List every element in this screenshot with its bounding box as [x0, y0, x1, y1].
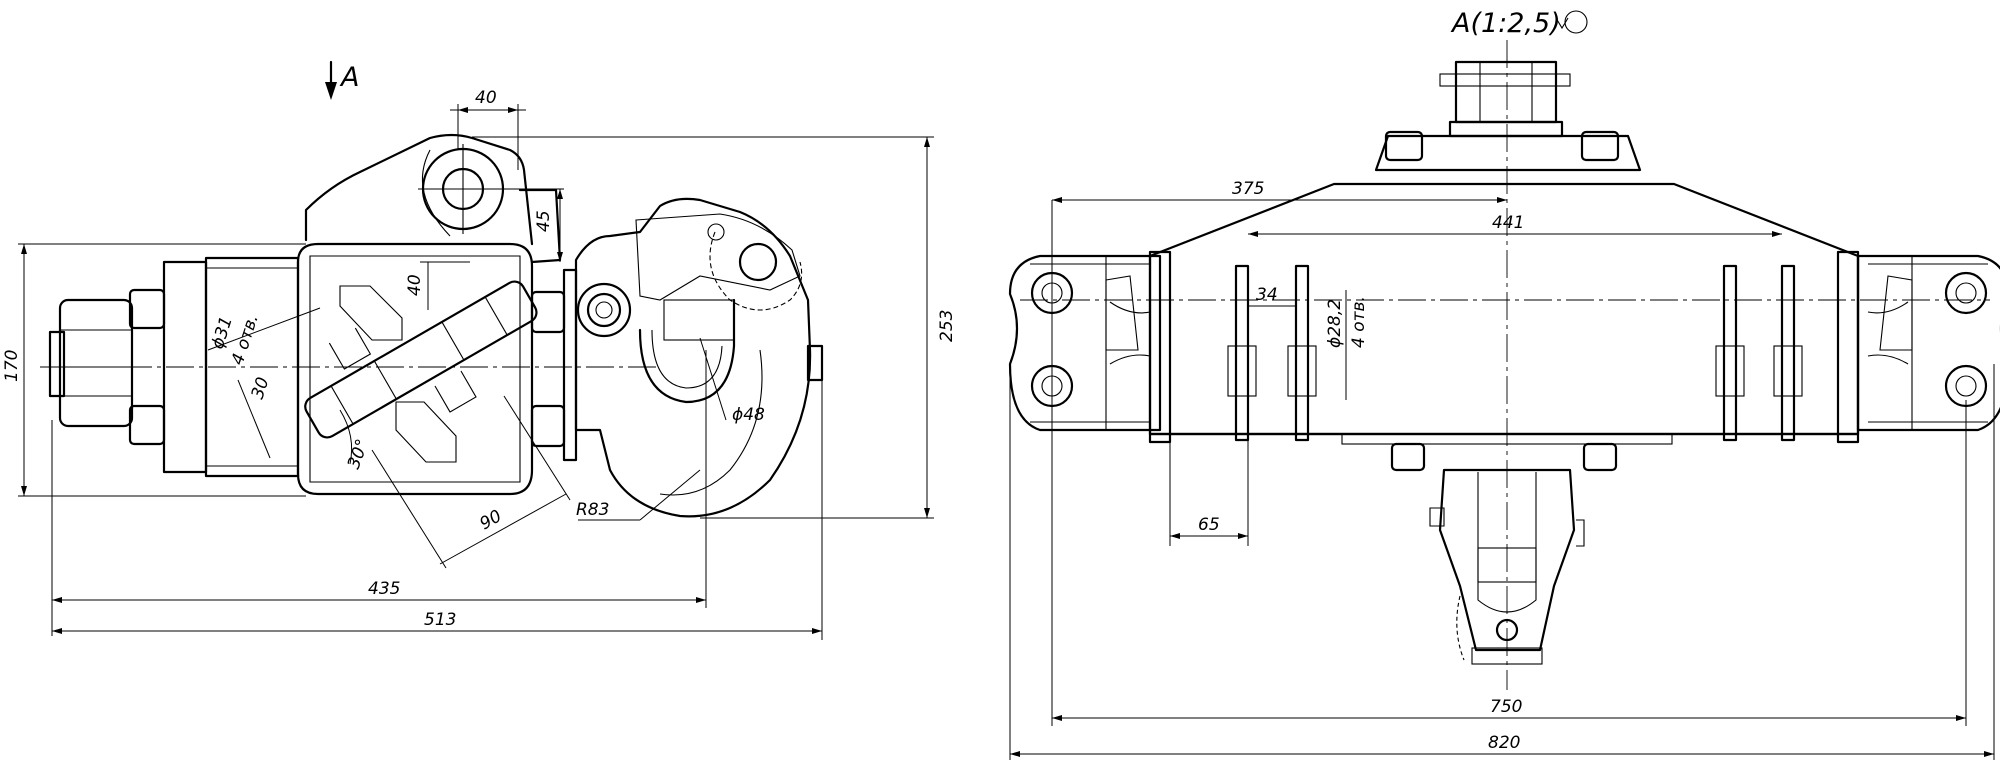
hex-nut	[48, 298, 134, 428]
dim-angle-30: 30°	[339, 409, 373, 472]
svg-text:513: 513	[424, 610, 456, 630]
right-end-block	[1836, 250, 2000, 444]
dim-phi48: ϕ48	[699, 337, 765, 425]
svg-text:30: 30	[248, 375, 274, 402]
svg-text:441: 441	[1492, 213, 1524, 233]
dim-r83: R83	[576, 469, 701, 521]
dim-phi31: ϕ31 4 отв. 30	[208, 307, 321, 459]
svg-text:45: 45	[534, 210, 554, 232]
view-a-title: A(1:2,5)	[1450, 8, 1561, 39]
svg-text:ϕ48: ϕ48	[732, 405, 765, 425]
dim-435: 435	[51, 350, 707, 636]
svg-text:ϕ28,2: ϕ28,2	[1325, 299, 1345, 348]
inner-flange-right	[1879, 275, 1913, 351]
side-view: A	[2, 60, 957, 640]
main-body	[296, 133, 562, 496]
dim-45: 45	[503, 188, 564, 262]
dim-375: 375	[1052, 179, 1507, 203]
dim-40-top: 40	[450, 88, 526, 170]
view-a-label: A	[339, 62, 359, 93]
dim-513: 513	[52, 380, 823, 640]
svg-text:34: 34	[1256, 285, 1278, 305]
left-end-block	[1008, 250, 1172, 444]
dim-750: 750	[1051, 200, 1967, 726]
svg-text:253: 253	[937, 310, 957, 342]
svg-text:820: 820	[1488, 733, 1520, 753]
dim-441: 441	[1248, 213, 1782, 237]
angled-slide	[304, 280, 538, 439]
rotation-symbol	[1564, 10, 1588, 34]
dim-phi282: ϕ28,2 4 отв.	[1325, 290, 1369, 400]
svg-text:435: 435	[368, 579, 400, 599]
right-bolts	[530, 268, 578, 462]
towing-hook	[574, 197, 824, 518]
svg-text:750: 750	[1490, 697, 1522, 717]
svg-text:40: 40	[475, 88, 497, 108]
svg-text:40: 40	[405, 274, 425, 296]
front-hook	[1429, 468, 1585, 665]
svg-text:30°: 30°	[344, 437, 373, 472]
top-nut-assembly	[1374, 60, 1642, 172]
dim-34: 34	[1248, 285, 1296, 307]
svg-text:4 отв.: 4 отв.	[1349, 296, 1369, 348]
svg-text:170: 170	[2, 350, 22, 382]
inner-flange-left	[1105, 275, 1139, 351]
view-a-arrow	[325, 60, 337, 100]
dim-65: 65	[1169, 440, 1249, 546]
svg-text:R83: R83	[576, 500, 609, 520]
dim-40-mid: 40	[405, 261, 470, 310]
front-view: A(1:2,5)	[1008, 8, 2000, 760]
cross-recess	[339, 285, 457, 463]
svg-text:65: 65	[1198, 515, 1220, 535]
dim-170: 170	[2, 243, 306, 497]
svg-text:375: 375	[1232, 179, 1264, 199]
dim-253: 253	[472, 136, 957, 519]
dim-820: 820	[1009, 364, 1995, 760]
mounting-plates	[1227, 264, 1803, 442]
bottom-assembly	[1341, 433, 1673, 472]
